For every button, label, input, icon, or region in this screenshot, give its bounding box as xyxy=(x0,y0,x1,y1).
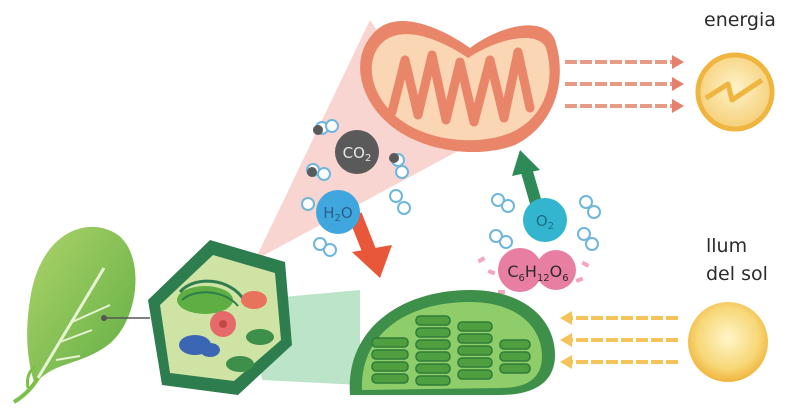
sunlight-arrows xyxy=(572,318,678,362)
energy-arrows xyxy=(565,62,672,106)
leaf-icon xyxy=(14,227,135,402)
energy-icon xyxy=(698,55,772,129)
o2-molecule: O2 xyxy=(523,198,567,242)
co2-molecule: CO2 xyxy=(335,130,379,174)
sun-icon xyxy=(688,302,768,382)
energy-label: energia xyxy=(704,8,776,32)
chloroplast-icon xyxy=(350,290,555,395)
sunlight-label-line1: llum xyxy=(706,234,747,258)
h2o-molecule: H2O xyxy=(316,190,360,234)
glucose-molecule: C6H12O6 xyxy=(498,248,576,292)
sunlight-label-line2: del sol xyxy=(706,262,768,286)
